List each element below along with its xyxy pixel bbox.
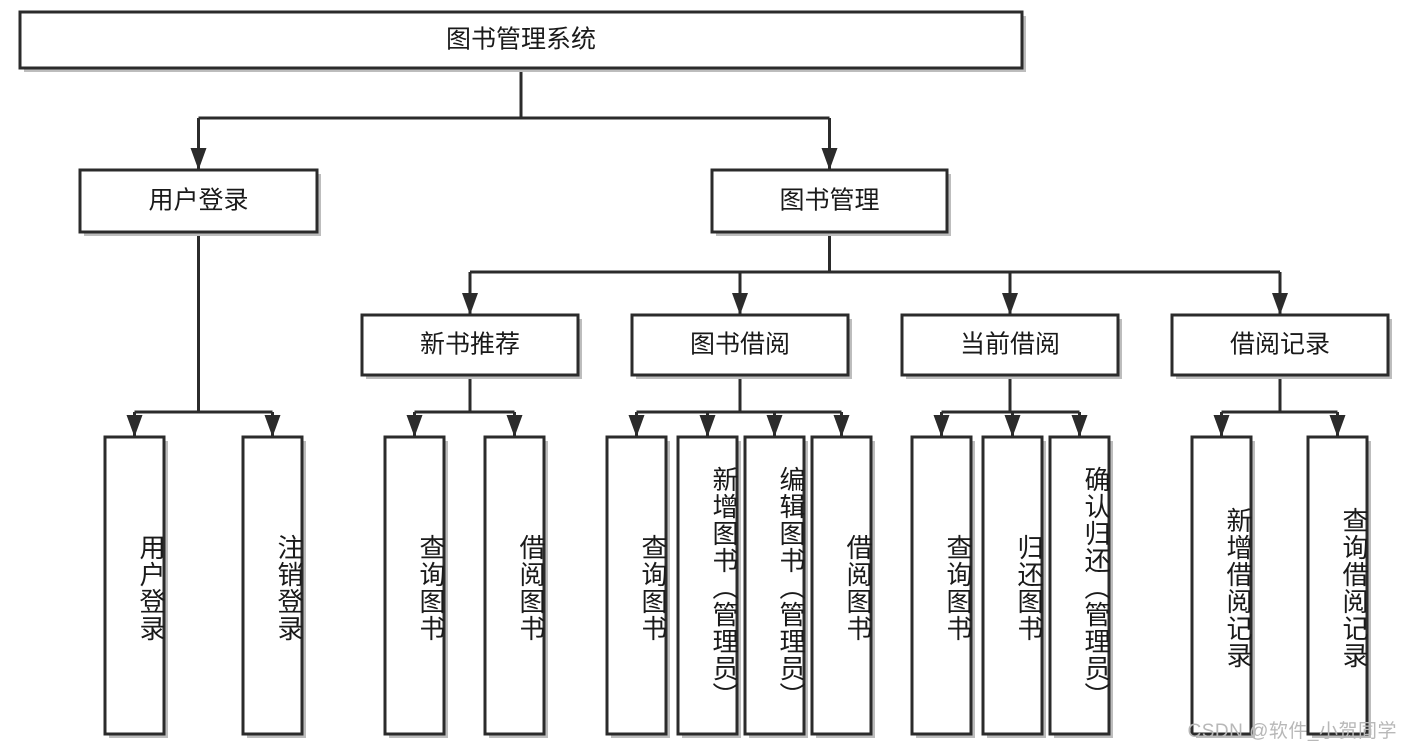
arrow-head-icon	[406, 415, 423, 437]
boxes-layer	[18, 10, 1392, 738]
node-box-leaf-add-borrow-record[interactable]	[1190, 435, 1253, 736]
arrow-head-icon	[833, 415, 850, 437]
arrow-head-icon	[1071, 415, 1088, 437]
arrow-head-icon	[1329, 415, 1346, 437]
node-box-leaf-query-book-current[interactable]	[910, 435, 973, 736]
arrow-head-icon	[821, 148, 838, 170]
node-box-leaf-edit-book-admin[interactable]	[743, 435, 806, 736]
node-label-user-login: 用户登录	[148, 187, 248, 215]
arrow-head-icon	[1272, 293, 1288, 315]
arrow-head-icon	[126, 415, 143, 437]
arrow-head-icon	[732, 293, 748, 315]
node-box-leaf-borrow-book[interactable]	[810, 435, 873, 736]
csdn-watermark: CSDN @软件_小贺同学	[1187, 721, 1397, 742]
arrow-head-icon	[264, 415, 281, 437]
node-box-user-login[interactable]	[78, 168, 319, 234]
node-root-box[interactable]	[18, 10, 1024, 70]
node-box-current-borrow[interactable]	[900, 313, 1120, 377]
node-box-leaf-add-book-admin[interactable]	[676, 435, 739, 736]
node-box-leaf-borrow-book-recommend[interactable]	[483, 435, 546, 736]
arrow-head-icon	[1004, 415, 1021, 437]
arrow-head-icon	[462, 293, 478, 315]
arrow-head-icon	[699, 415, 716, 437]
arrow-head-icon	[506, 415, 523, 437]
arrow-head-icon	[628, 415, 645, 437]
node-label-new-book-recommend: 新书推荐	[420, 331, 520, 359]
arrow-head-icon	[190, 148, 207, 170]
arrow-head-icon	[1002, 293, 1018, 315]
arrow-head-icon	[1213, 415, 1230, 437]
node-label-current-borrow: 当前借阅	[960, 331, 1060, 359]
node-label-book-borrow: 图书借阅	[690, 331, 790, 359]
node-box-leaf-query-borrow-record[interactable]	[1306, 435, 1369, 736]
node-box-borrow-record[interactable]	[1170, 313, 1390, 377]
edges-layer	[126, 68, 1346, 437]
node-box-leaf-confirm-return-admin[interactable]	[1048, 435, 1111, 736]
node-box-book-management[interactable]	[710, 168, 949, 234]
arrow-head-icon	[766, 415, 783, 437]
node-box-leaf-query-book-borrow[interactable]	[605, 435, 668, 736]
node-box-leaf-user-login[interactable]	[103, 435, 166, 736]
node-box-book-borrow[interactable]	[630, 313, 850, 377]
node-label-book-management: 图书管理	[779, 187, 879, 215]
node-box-leaf-return-book[interactable]	[981, 435, 1044, 736]
node-box-new-book-recommend[interactable]	[360, 313, 580, 377]
node-box-leaf-logout-login[interactable]	[241, 435, 304, 736]
node-label-borrow-record: 借阅记录	[1230, 331, 1330, 359]
node-box-leaf-query-book-recommend[interactable]	[383, 435, 446, 736]
arrow-head-icon	[933, 415, 950, 437]
node-label-root: 图书管理系统	[446, 26, 596, 54]
